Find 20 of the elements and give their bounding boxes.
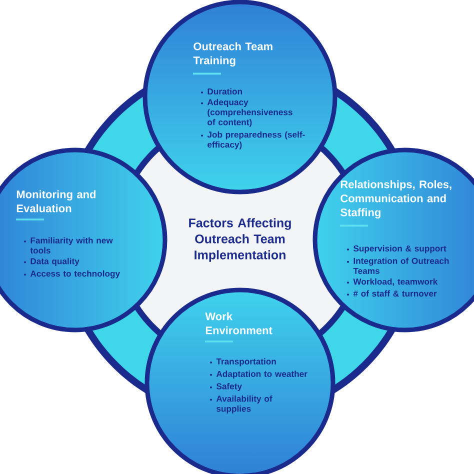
circle-heading: Outreach Team Training — [193, 42, 272, 66]
bullet-item: Duration — [201, 88, 242, 94]
bullet-item: Data quality — [24, 258, 80, 266]
bullet-item: Familiarity with new tools — [24, 237, 113, 254]
bullet-item: Job preparedness (self-efficacy) — [201, 131, 305, 150]
center-title: Factors Affecting Outreach Team Implementation — [189, 218, 291, 262]
bullet-item: Safety — [210, 383, 242, 392]
circle-heading: Monitoring and Evaluation — [16, 190, 96, 212]
bullet-item: Integration of Outreach Teams — [347, 258, 449, 274]
bullet-item: Adequacy (comprehensiveness of content) — [201, 98, 292, 127]
bullet-item: Workload, teamwork — [347, 278, 438, 286]
bullet-item: Adaptation to weather — [210, 370, 308, 379]
bullet-item: Access to technology — [24, 270, 120, 278]
factor-circle — [142, 0, 338, 194]
bullet-item: Transportation — [210, 358, 276, 366]
bullet-item: Supervision & support — [347, 245, 446, 254]
bullet-item: Availability of supplies — [210, 395, 272, 414]
circle-heading: Relationships, Roles, Communication and Staffing — [340, 180, 452, 218]
circle-heading: Work Environment — [205, 312, 272, 334]
bullet-item: # of staff & turnover — [347, 290, 437, 297]
